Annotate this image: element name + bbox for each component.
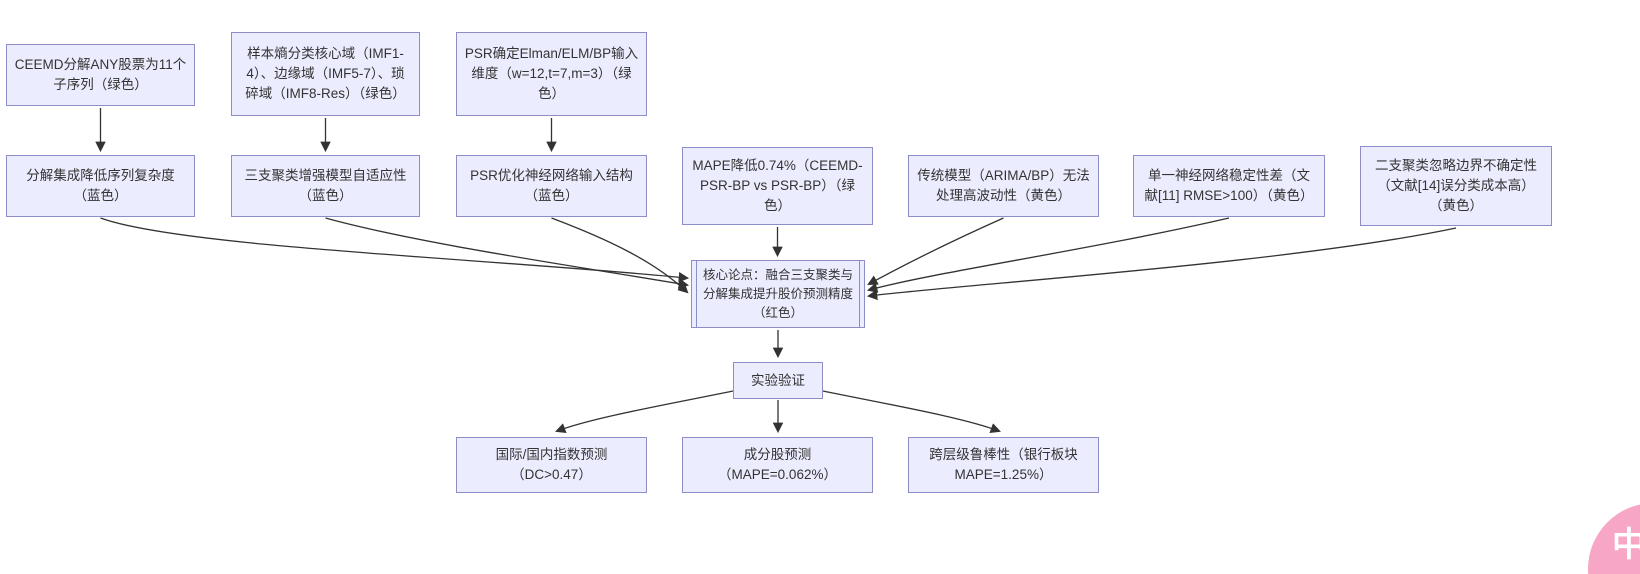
translate-cn-glyph: 中 (1612, 526, 1640, 564)
edge-adaptivity-to-core (325, 217, 690, 289)
node-cross-level-robustness: 跨层级鲁棒性（银行板块 MAPE=1.25%） (908, 437, 1099, 493)
node-label: 传统模型（ARIMA/BP）无法 处理高波动性（黄色） (917, 168, 1090, 203)
node-label: 三支聚类增强模型自适应性 （蓝色） (244, 168, 407, 203)
node-mape-reduction: MAPE降低0.74%（CEEMD- PSR-BP vs PSR-BP）（绿 色… (682, 147, 873, 225)
node-label: 样本熵分类核心域（IMF1- 4）、边缘域（IMF5-7）、琐 碎域（IMF8-… (245, 46, 406, 101)
node-sample-entropy-classification: 样本熵分类核心域（IMF1- 4）、边缘域（IMF5-7）、琐 碎域（IMF8-… (231, 32, 420, 116)
node-ceemd-decomposition: CEEMD分解ANY股票为11个 子序列（绿色） (6, 44, 195, 106)
edge-structure-to-core (551, 217, 689, 294)
edge-complexity-to-core (100, 217, 690, 283)
node-constituent-prediction: 成分股预测 （MAPE=0.062%） (682, 437, 873, 493)
node-experiment-validation: 实验验证 (733, 362, 823, 399)
node-label: 国际/国内指数预测 （DC>0.47） (495, 447, 608, 482)
node-label: 分解集成降低序列复杂度 （蓝色） (26, 168, 175, 203)
node-index-prediction: 国际/国内指数预测 （DC>0.47） (456, 437, 647, 493)
edge-traditional-to-core (867, 217, 1004, 285)
node-label: 实验验证 (751, 372, 805, 388)
node-label: 单一神经网络稳定性差（文 献[11] RMSE>100）（黄色） (1144, 168, 1314, 203)
translate-float-button[interactable]: 中 A (1588, 503, 1640, 574)
node-traditional-model-limitation: 传统模型（ARIMA/BP）无法 处理高波动性（黄色） (908, 155, 1099, 217)
node-label: PSR优化神经网络输入结构 （蓝色） (470, 168, 633, 203)
node-label: CEEMD分解ANY股票为11个 子序列（绿色） (14, 57, 187, 92)
node-core-thesis: 核心论点：融合三支聚类与 分解集成提升股价预测精度 （红色） (691, 260, 865, 328)
edge-singlenn-to-core (866, 217, 1230, 293)
node-label: 成分股预测 （MAPE=0.062%） (718, 447, 837, 482)
node-psr-optimizes-input-structure: PSR优化神经网络输入结构 （蓝色） (456, 155, 647, 217)
node-psr-input-dimension: PSR确定Elman/ELM/BP输入 维度（w=12,t=7,m=3）（绿 色… (456, 32, 647, 116)
node-label: 二支聚类忽略边界不确定性 （文献[14]误分类成本高） （黄色） (1375, 158, 1537, 213)
edge-experiment-to-index (555, 390, 734, 434)
node-decomposition-reduces-complexity: 分解集成降低序列复杂度 （蓝色） (6, 155, 195, 217)
edge-experiment-to-robustness (822, 390, 1001, 434)
node-label: 核心论点：融合三支聚类与 分解集成提升股价预测精度 （红色） (702, 267, 853, 320)
node-three-way-clustering-adaptivity: 三支聚类增强模型自适应性 （蓝色） (231, 155, 420, 217)
node-label: MAPE降低0.74%（CEEMD- PSR-BP vs PSR-BP）（绿 色… (692, 158, 863, 213)
edge-twoway-to-core (866, 227, 1457, 301)
node-label: PSR确定Elman/ELM/BP输入 维度（w=12,t=7,m=3）（绿 色… (464, 46, 639, 101)
node-two-way-clustering-limitation: 二支聚类忽略边界不确定性 （文献[14]误分类成本高） （黄色） (1360, 146, 1552, 226)
node-label: 跨层级鲁棒性（银行板块 MAPE=1.25%） (929, 447, 1078, 482)
node-single-nn-instability: 单一神经网络稳定性差（文 献[11] RMSE>100）（黄色） (1133, 155, 1325, 217)
